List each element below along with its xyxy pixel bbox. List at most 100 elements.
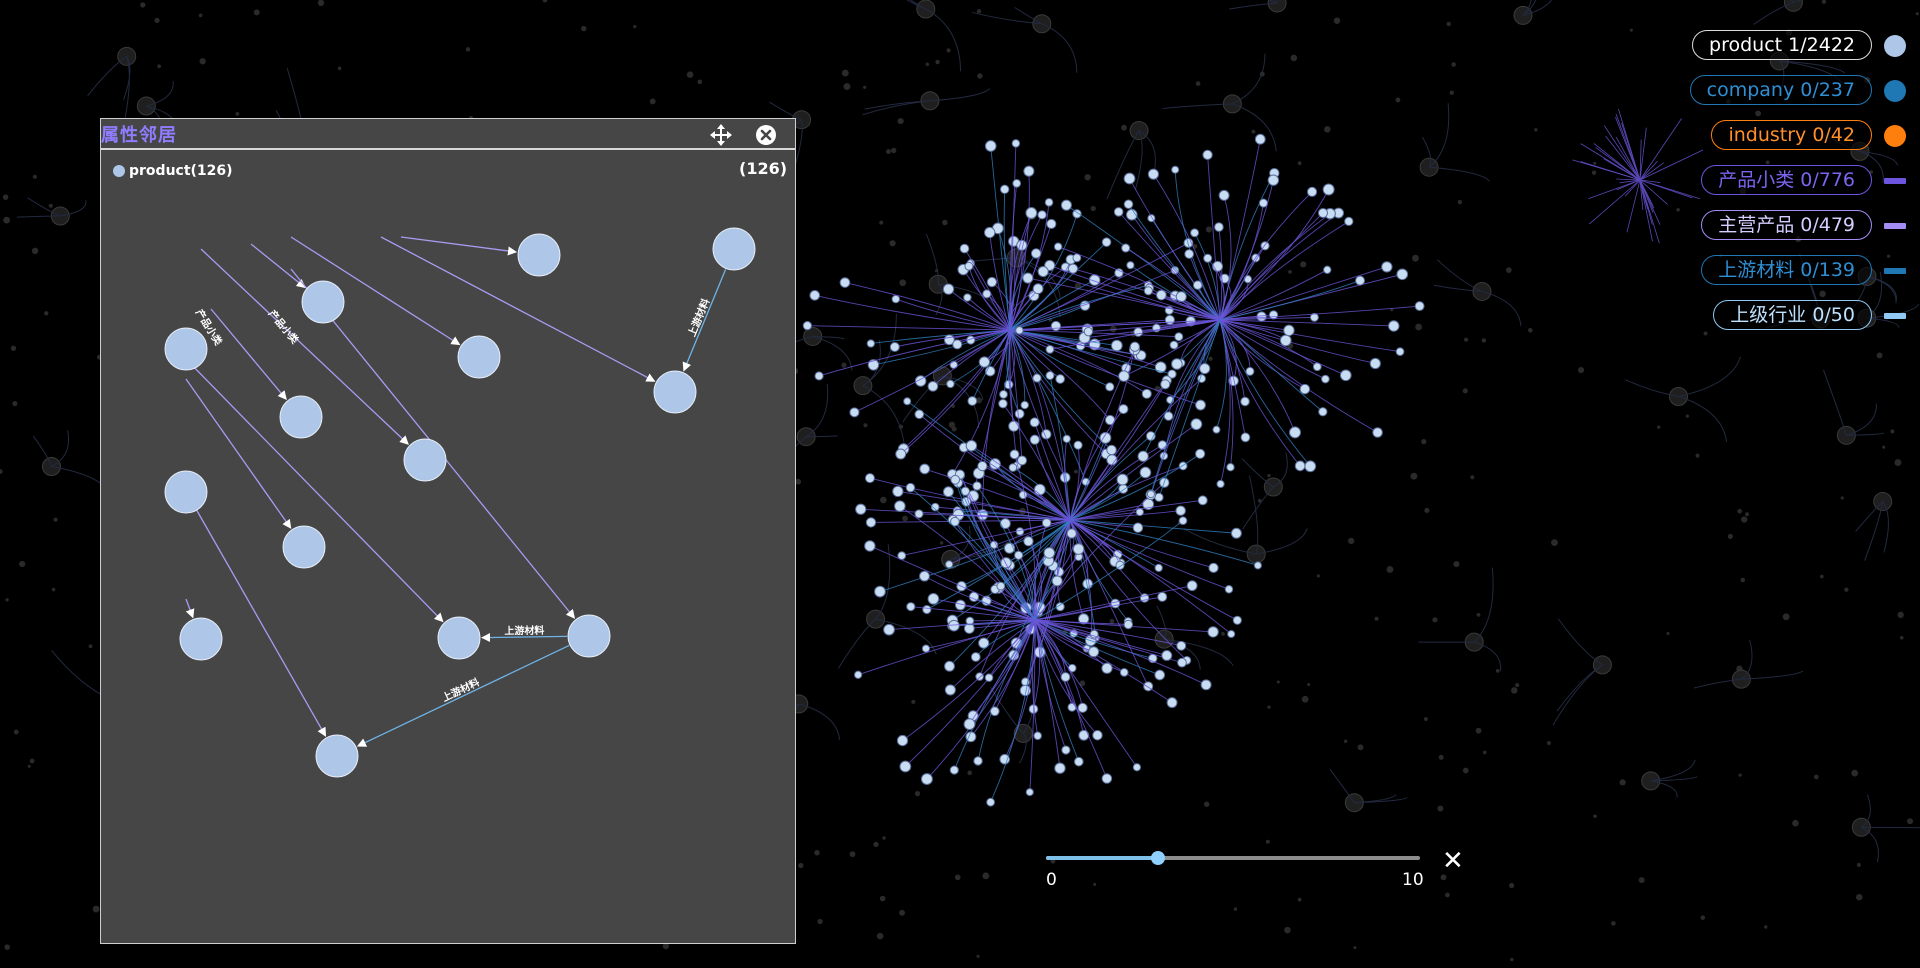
bg-edge — [1639, 162, 1664, 181]
product-node[interactable] — [653, 370, 697, 414]
bg-node — [1204, 801, 1210, 807]
bg-node — [1123, 619, 1134, 630]
legend-pill[interactable]: 上级行业 0/50 — [1713, 300, 1872, 330]
slider-max-label: 10 — [1402, 870, 1424, 890]
bg-edge — [933, 598, 1036, 621]
bg-edge — [1639, 179, 1661, 183]
bg-node — [1333, 17, 1341, 24]
edge-link[interactable] — [380, 236, 656, 382]
panel-header[interactable]: 属性邻居 — [101, 119, 795, 150]
bg-edge — [1232, 53, 1266, 105]
product-node[interactable] — [315, 734, 359, 778]
legend-item[interactable]: company 0/237 — [1646, 75, 1906, 120]
bg-edge — [1218, 227, 1223, 321]
edge-link[interactable] — [290, 236, 461, 346]
bg-edge — [1041, 23, 1078, 73]
bg-edge — [1069, 453, 1201, 521]
bg-node — [1132, 522, 1144, 533]
neighbor-panel[interactable]: 上游材料上游材料上游材料产品小类产品小类 属性邻居 product(126) (… — [100, 118, 796, 944]
neighbor-graph[interactable]: 上游材料上游材料上游材料产品小类产品小类 — [101, 119, 795, 943]
bg-node — [950, 474, 961, 485]
edge-link[interactable] — [200, 248, 409, 445]
product-node[interactable] — [164, 470, 208, 514]
legend-pill[interactable]: 上游材料 0/139 — [1701, 255, 1872, 285]
bg-edge — [1009, 329, 1161, 368]
edge-link[interactable] — [356, 644, 570, 747]
legend-pill[interactable]: company 0/237 — [1689, 75, 1872, 105]
bg-edge — [1064, 438, 1071, 521]
depth-slider[interactable]: 0 10 ✕ — [1046, 846, 1464, 898]
bg-edge — [1031, 619, 1039, 736]
product-node[interactable] — [164, 327, 208, 371]
product-node[interactable] — [301, 280, 345, 324]
edge-link[interactable] — [185, 358, 444, 623]
legend-item[interactable]: product 1/2422 — [1646, 30, 1906, 75]
product-node[interactable] — [567, 614, 611, 658]
panel-sub-legend[interactable]: product(126) — [113, 163, 233, 179]
slider-track[interactable] — [1046, 856, 1420, 860]
edge-link[interactable] — [682, 269, 727, 372]
legend-pill[interactable]: 主营产品 0/479 — [1701, 210, 1872, 240]
legend-item[interactable]: industry 0/42 — [1646, 120, 1906, 165]
bg-node — [140, 2, 146, 8]
product-node[interactable] — [282, 525, 326, 569]
bg-node — [1741, 516, 1748, 523]
bg-node — [1381, 261, 1393, 273]
legend-item[interactable]: 上游材料 0/139 — [1646, 255, 1906, 300]
legend-item[interactable]: 产品小类 0/776 — [1646, 165, 1906, 210]
move-icon[interactable] — [709, 123, 733, 147]
product-node[interactable] — [517, 233, 561, 277]
product-node[interactable] — [279, 395, 323, 439]
bg-edge — [1034, 619, 1182, 647]
bg-node — [1160, 379, 1171, 390]
bg-edge — [1219, 319, 1346, 376]
slider-close-icon[interactable]: ✕ — [1442, 846, 1464, 876]
bg-edge — [1639, 149, 1704, 181]
bg-edge — [1678, 396, 1728, 443]
product-node[interactable] — [403, 438, 447, 482]
edge-link[interactable] — [210, 308, 287, 401]
bg-node — [814, 371, 824, 381]
bg-node — [1032, 373, 1042, 383]
product-node[interactable] — [437, 616, 481, 660]
edge-link[interactable] — [481, 632, 568, 643]
bg-node — [841, 69, 849, 77]
product-node[interactable] — [712, 227, 756, 271]
bg-edge — [1009, 329, 1201, 406]
bg-node — [1199, 362, 1211, 375]
edge-link[interactable] — [195, 508, 327, 737]
bg-node — [1464, 337, 1469, 342]
bg-edge — [950, 619, 1036, 691]
bg-node — [967, 770, 973, 776]
bg-node — [1372, 427, 1383, 438]
bg-node — [1137, 450, 1149, 462]
bg-edge — [1859, 150, 1898, 166]
product-node[interactable] — [179, 617, 223, 661]
legend-item[interactable]: 主营产品 0/479 — [1646, 210, 1906, 255]
legend-pill[interactable]: 产品小类 0/776 — [1701, 165, 1872, 195]
bg-cluster — [1783, 0, 1803, 12]
node-color-icon — [1884, 35, 1906, 57]
legend-pill[interactable]: industry 0/42 — [1711, 120, 1872, 150]
close-icon[interactable] — [755, 124, 777, 146]
bg-node — [1174, 332, 1184, 342]
bg-node — [839, 277, 851, 288]
bg-node — [1307, 186, 1318, 197]
bg-node — [976, 9, 982, 14]
edge-link[interactable] — [400, 236, 518, 256]
edge-link[interactable] — [185, 378, 292, 529]
bg-node — [1156, 289, 1167, 301]
legend-item[interactable]: 上级行业 0/50 — [1646, 300, 1906, 345]
bg-node — [1190, 228, 1200, 238]
edge-link[interactable] — [250, 243, 306, 289]
product-node[interactable] — [457, 335, 501, 379]
bg-node — [999, 753, 1011, 765]
slider-thumb[interactable] — [1151, 851, 1166, 865]
bg-edge — [32, 435, 52, 467]
bg-edge — [769, 101, 802, 121]
bg-edge — [1219, 305, 1420, 321]
edge-link[interactable] — [185, 598, 195, 619]
legend-pill[interactable]: product 1/2422 — [1692, 30, 1872, 60]
bg-edge — [1173, 319, 1221, 346]
bg-edge — [969, 619, 1036, 725]
